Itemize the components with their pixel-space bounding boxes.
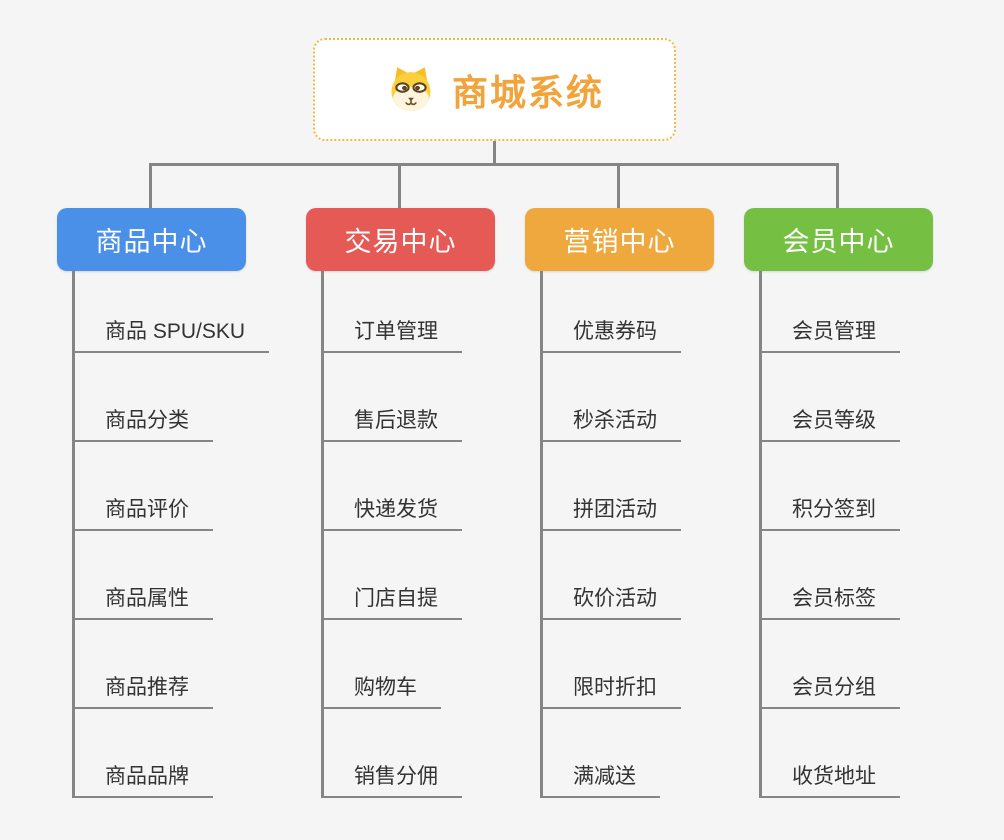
connector-root-stub: [493, 141, 496, 164]
topic-item[interactable]: 门店自提: [321, 579, 462, 620]
topic-item[interactable]: 砍价活动: [540, 579, 681, 620]
branch-trade-center: 交易中心 订单管理 售后退款 快递发货 门店自提 购物车 销售分佣: [306, 208, 556, 808]
dog-face-icon: [385, 64, 437, 116]
branch-node-marketing-center[interactable]: 营销中心: [525, 208, 714, 271]
topic-item[interactable]: 销售分佣: [321, 757, 462, 798]
branch-member-center: 会员中心 会员管理 会员等级 积分签到 会员标签 会员分组 收货地址: [744, 208, 994, 808]
branch-node-product-center[interactable]: 商品中心: [57, 208, 246, 271]
branch-node-trade-center[interactable]: 交易中心: [306, 208, 495, 271]
topic-item[interactable]: 快递发货: [321, 490, 462, 531]
topic-item[interactable]: 会员等级: [759, 401, 900, 442]
connector-branch-stub: [149, 163, 152, 209]
topic-item[interactable]: 商品品牌: [72, 757, 213, 798]
branch-spine-line: [72, 271, 75, 798]
branch-spine-line: [540, 271, 543, 798]
topic-item[interactable]: 商品属性: [72, 579, 213, 620]
topic-item[interactable]: 拼团活动: [540, 490, 681, 531]
topic-item[interactable]: 积分签到: [759, 490, 900, 531]
branch-node-member-center[interactable]: 会员中心: [744, 208, 933, 271]
branch-spine-line: [759, 271, 762, 798]
topic-item[interactable]: 满减送: [540, 757, 660, 798]
topic-item[interactable]: 优惠券码: [540, 312, 681, 353]
topic-item[interactable]: 商品推荐: [72, 668, 213, 709]
topic-item[interactable]: 会员分组: [759, 668, 900, 709]
topic-item[interactable]: 购物车: [321, 668, 441, 709]
branch-marketing-center: 营销中心 优惠券码 秒杀活动 拼团活动 砍价活动 限时折扣 满减送: [525, 208, 775, 808]
topic-item[interactable]: 商品分类: [72, 401, 213, 442]
topic-item[interactable]: 订单管理: [321, 312, 462, 353]
topic-item[interactable]: 秒杀活动: [540, 401, 681, 442]
branch-product-center: 商品中心 商品 SPU/SKU 商品分类 商品评价 商品属性 商品推荐 商品品牌: [57, 208, 307, 808]
topic-item[interactable]: 限时折扣: [540, 668, 681, 709]
connector-branch-stub: [836, 163, 839, 209]
connector-branch-stub: [617, 163, 620, 209]
branch-spine-line: [321, 271, 324, 798]
topic-item[interactable]: 会员标签: [759, 579, 900, 620]
root-title: 商城系统: [451, 71, 604, 113]
topic-item[interactable]: 会员管理: [759, 312, 900, 353]
topic-item[interactable]: 商品评价: [72, 490, 213, 531]
topic-item[interactable]: 商品 SPU/SKU: [72, 312, 270, 353]
topic-item[interactable]: 收货地址: [759, 757, 900, 798]
connector-horizontal-bar: [149, 163, 839, 166]
root-node[interactable]: 商城系统: [313, 38, 676, 141]
connector-branch-stub: [398, 163, 401, 209]
topic-item[interactable]: 售后退款: [321, 401, 462, 442]
